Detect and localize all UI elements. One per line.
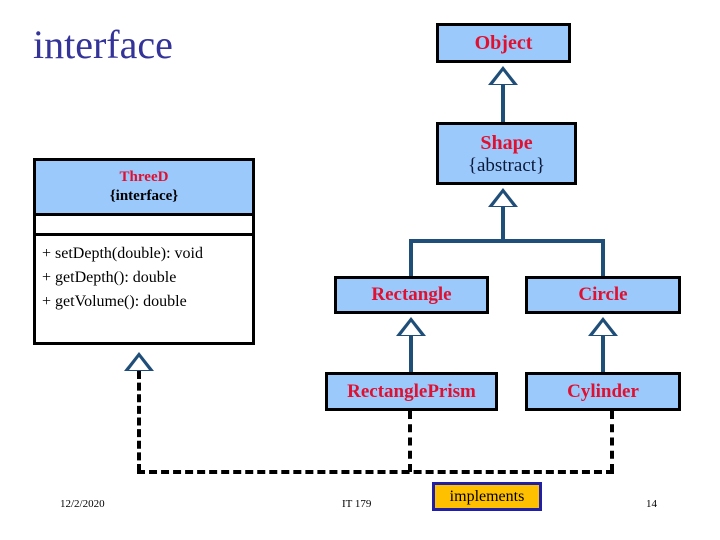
hollow-triangle-inner [401, 322, 421, 335]
generalization-arrow-subclasses-to-shape [488, 188, 518, 207]
method-row: + getVolume(): double [42, 293, 187, 310]
class-name-cylinder: Cylinder [567, 380, 639, 402]
page-title: interface [33, 22, 173, 67]
class-box-object[interactable]: Object [436, 23, 571, 63]
realization-line-horizontal-bus [137, 470, 614, 474]
connector-crossbar-to-rectangle [409, 239, 413, 277]
class-box-rectangle[interactable]: Rectangle [334, 276, 489, 314]
connector-shape-trunk [501, 206, 505, 243]
connector-rectangleprism-to-rectangle [409, 335, 413, 373]
hollow-triangle-inner [493, 71, 513, 84]
class-box-cylinder[interactable]: Cylinder [525, 372, 681, 411]
implements-legend-label: implements [449, 488, 525, 505]
implements-legend-badge[interactable]: implements [432, 482, 542, 511]
realization-line-rectangleprism-vertical [408, 411, 412, 472]
footer-date: 12/2/2020 [60, 498, 105, 510]
class-name-circle: Circle [578, 284, 628, 305]
footer-course-label: IT 179 [342, 498, 372, 510]
generalization-arrow-rectangleprism-to-rectangle [396, 317, 426, 336]
method-row: + setDepth(double): void [42, 245, 203, 262]
class-name-rectangleprism: RectanglePrism [347, 380, 476, 402]
method-row: + getDepth(): double [42, 269, 177, 286]
class-name-object: Object [474, 32, 533, 54]
realization-line-threed-vertical [137, 371, 141, 472]
generalization-arrow-cylinder-to-circle [588, 317, 618, 336]
hollow-triangle-inner [129, 357, 149, 370]
class-stereotype-shape: {abstract} [467, 154, 546, 176]
class-name-shape: Shape [480, 131, 533, 154]
hollow-triangle-inner [593, 322, 613, 335]
class-box-threed[interactable]: ThreeD {interface} + setDepth(double): v… [33, 158, 255, 345]
realization-line-cylinder-vertical [610, 411, 614, 472]
class-box-rectangleprism[interactable]: RectanglePrism [325, 372, 498, 411]
class-box-shape[interactable]: Shape {abstract} [436, 122, 577, 185]
connector-cylinder-to-circle [601, 335, 605, 373]
generalization-arrow-shape-to-object [488, 66, 518, 85]
class-name-threed: ThreeD [119, 169, 169, 185]
connector-crossbar-to-circle [601, 239, 605, 277]
connector-shape-crossbar [409, 239, 605, 243]
hollow-triangle-inner [493, 193, 513, 206]
threed-header-compartment: ThreeD {interface} [36, 161, 252, 216]
realization-arrow-to-threed [124, 352, 154, 371]
class-box-circle[interactable]: Circle [525, 276, 681, 314]
threed-attributes-compartment [36, 216, 252, 236]
class-name-rectangle: Rectangle [371, 284, 452, 305]
footer-page-number: 14 [646, 498, 657, 510]
class-stereotype-threed: {interface} [109, 188, 179, 204]
threed-methods-compartment: + setDepth(double): void + getDepth(): d… [36, 236, 252, 342]
connector-shape-to-object [501, 84, 505, 124]
